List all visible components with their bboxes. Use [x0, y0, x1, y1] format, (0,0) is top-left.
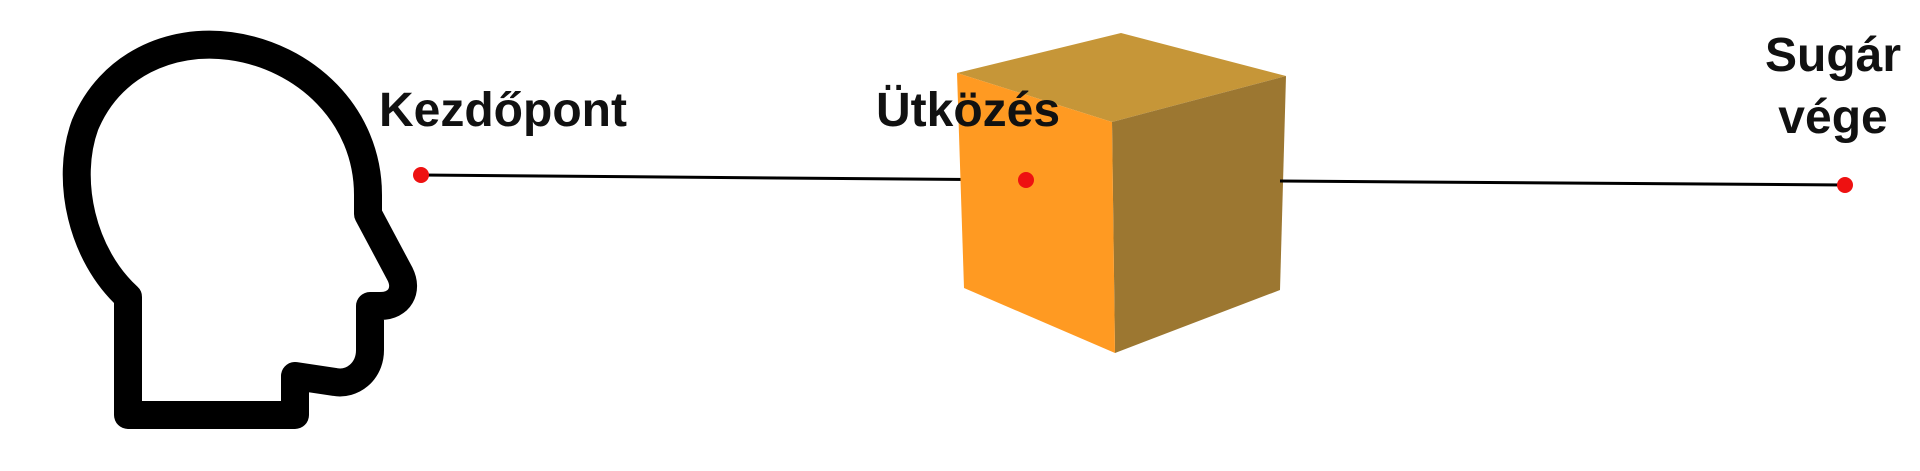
hit-point-label: Ütközés: [876, 84, 1060, 137]
ray-end-label-line2: vége: [1778, 91, 1887, 144]
end-point-marker: [1837, 177, 1853, 193]
cube-side-face: [1112, 76, 1286, 353]
ray-segment-to-end: [1279, 179, 1846, 187]
start-point-marker: [413, 167, 429, 183]
head-profile-icon: [62, 30, 417, 429]
start-point-label: Kezdőpont: [379, 84, 627, 137]
cube-front-face: [957, 73, 1115, 353]
cube-icon: [957, 33, 1286, 353]
ray-segment-start-to-hit: [420, 173, 1027, 182]
hit-point-marker: [1018, 172, 1034, 188]
cube-top-face: [957, 33, 1286, 122]
ray-end-label-line1: Sugár: [1765, 29, 1901, 82]
